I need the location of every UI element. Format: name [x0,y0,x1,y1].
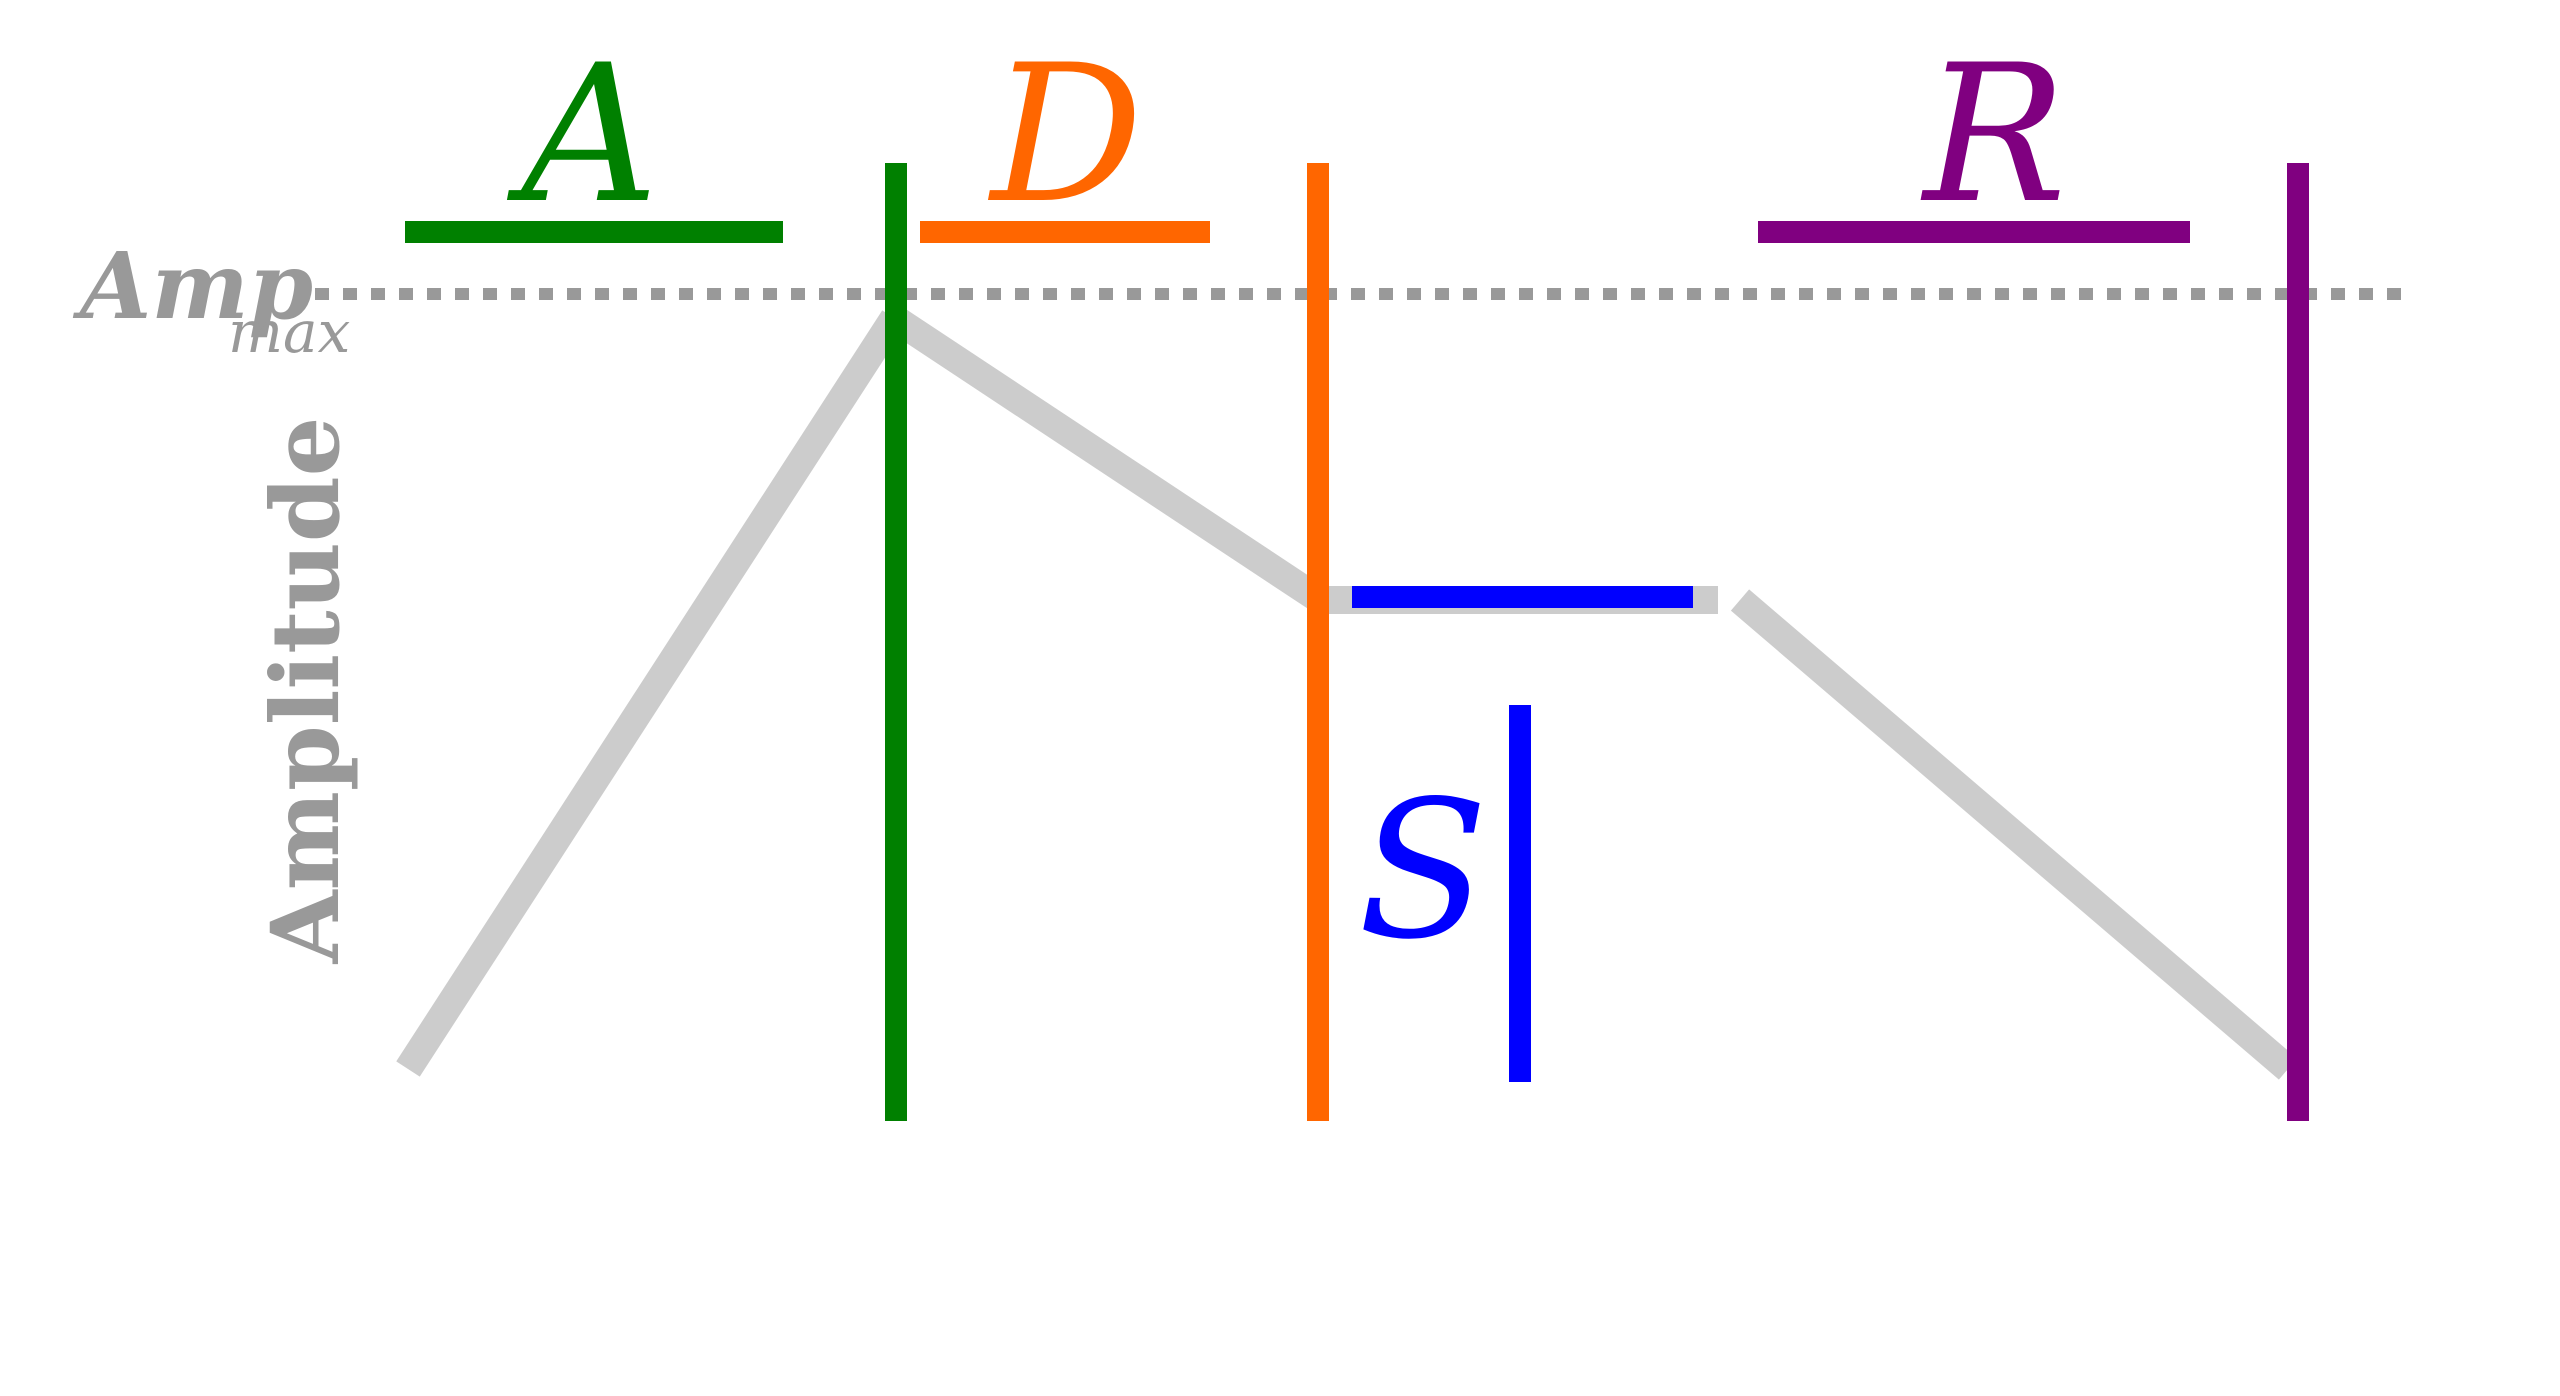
attack-phase: A [405,24,907,1121]
decay-phase: D [920,24,1329,1121]
amp-max-label: Amp [72,232,313,340]
envelope-decay-segment [886,306,1328,612]
envelope-attack-segment [396,310,906,1077]
envelope-release-segment [1730,589,2298,1080]
amp-max-subscript: max [228,298,350,366]
attack-label: A [506,24,658,245]
decay-label: D [988,24,1143,245]
sustain-label: S [1358,760,1488,981]
amplitude-axis-label: Amplitude [251,417,361,965]
release-label: R [1920,24,2066,245]
sustain-phase: S [1352,586,1693,1082]
release-phase: R [1758,24,2309,1121]
amp-max-label-group: Amp max [72,232,350,366]
envelope-curve [396,306,2298,1080]
